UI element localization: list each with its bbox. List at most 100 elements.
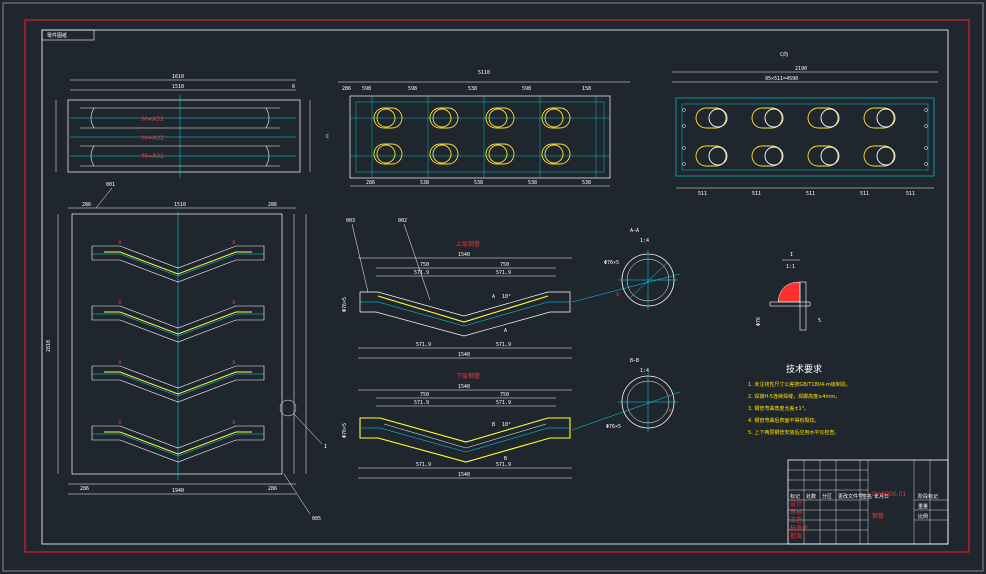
lower-sub-1: 571.9 — [414, 400, 429, 406]
c-round-hole — [876, 108, 896, 128]
chevron-mark: x — [232, 239, 236, 246]
mid-bottom-seg-dim: 538 — [528, 180, 537, 186]
chevron-mark: x — [232, 299, 236, 306]
mark-i-label: I — [324, 444, 327, 450]
c-round-hole — [764, 108, 784, 128]
tb-role-5: 批准 — [790, 532, 802, 540]
chevron-pipe — [91, 365, 265, 403]
round-hole — [544, 144, 564, 164]
section-aa-mark: x — [616, 291, 620, 298]
main-len-dim: 1510 — [174, 202, 186, 208]
upper-bottom-total: 1540 — [458, 352, 470, 358]
note-item-5: 5. 上下两层钢管安装后应用水平仪检查。 — [748, 429, 839, 436]
lower-seg-2: 750 — [500, 392, 509, 398]
chevron-weld-line — [104, 311, 252, 335]
slot-hole — [373, 107, 403, 129]
mid-top-seg-dim: 598 — [522, 86, 531, 92]
outer-frame — [24, 19, 970, 553]
chevron-centerline — [92, 433, 264, 457]
note-item-2: 2. 焊接H-5连续焊缝，焊脚高度≥4mm。 — [748, 393, 840, 400]
c-round-hole — [876, 146, 896, 166]
chevron-weld-line — [104, 431, 252, 455]
section-bb-scale: 1:4 — [640, 368, 649, 374]
tb-part-name: 钢管 — [872, 512, 884, 520]
c-slot-hole — [807, 145, 839, 167]
c-edge-dot — [682, 108, 686, 112]
main-bottom-side-l: 286 — [80, 486, 89, 492]
c-view-label: C向 — [780, 51, 788, 58]
detail-dia: Φ76 — [756, 317, 762, 326]
lower-seg-1: 750 — [420, 392, 429, 398]
top-len-dim: 1610 — [172, 74, 184, 80]
lower-angle: 10° — [502, 422, 511, 428]
mid-total-dim: 5110 — [478, 70, 490, 76]
top-view: 1610 1510 6 M=A32 M=A32 M=A32 — [55, 74, 311, 178]
part-002-label: 002 — [398, 218, 407, 224]
c-sub-dim: 95×511=4590 — [765, 76, 798, 82]
main-side-dim-r: 286 — [268, 202, 277, 208]
top-len2-dim: 1510 — [172, 84, 184, 90]
main-side-dim-l: 286 — [82, 202, 91, 208]
detail-i: I 1:1 Φ76 5 — [756, 252, 821, 331]
section-aa: A—A 1:4 Φ76×5 x — [571, 228, 681, 310]
tb-role-2: 审核 — [790, 508, 802, 516]
note-item-3: 3. 钢管弯曲角度允差±1°。 — [748, 405, 809, 412]
detail-i-circle — [279, 399, 297, 417]
upper-mark-a: A — [492, 294, 495, 300]
c-round-hole — [764, 146, 784, 166]
slot-hole — [541, 143, 571, 165]
chevron-mark: x — [118, 239, 122, 246]
upper-seg-2: 750 — [500, 262, 509, 268]
slot-hole — [429, 143, 459, 165]
c-round-hole — [820, 108, 840, 128]
chevron-centerline — [92, 313, 264, 337]
upper-angle: 10° — [502, 294, 511, 300]
top-side-dim: 6 — [292, 84, 295, 90]
upper-seg-1: 750 — [420, 262, 429, 268]
tb-header-3: 分区 — [822, 493, 832, 500]
c-edge-dot — [682, 162, 686, 166]
tb-right-3: 比例 — [918, 513, 928, 520]
mid-top-seg-dim: 538 — [468, 86, 477, 92]
c-edge-dot — [924, 146, 928, 150]
tb-header-1: 标记 — [790, 493, 800, 500]
c-edge-dot — [682, 124, 686, 128]
part-001-label: 001 — [106, 182, 115, 188]
section-bb: B—B 1:4 Φ76×5 x — [571, 358, 681, 432]
part-003-label: 003 — [346, 218, 355, 224]
section-bb-dia: Φ76×5 — [606, 424, 621, 430]
section-aa-scale: 1:4 — [640, 238, 649, 244]
lower-bottom-total: 1540 — [458, 472, 470, 478]
c-edge-dot — [924, 162, 928, 166]
top-weld-mark-3: M=A32 — [142, 153, 164, 160]
technical-notes: 技术要求 1. 未注线性尺寸公差按GB/T1804-m级制造。 2. 焊接H-5… — [748, 363, 851, 436]
chevron-mark: x — [232, 419, 236, 426]
chevron-centerline — [92, 253, 264, 277]
lower-pipe-dia: Φ76×5 — [342, 423, 348, 438]
chevron-centerline — [92, 373, 264, 397]
section-bb-mark: x — [668, 407, 672, 414]
c-slot-hole — [695, 145, 727, 167]
chevron-weld-line — [104, 251, 252, 275]
upper-pipe-view: 上层钢管 003 002 1540 750 750 571.9 571.9 Φ7… — [342, 218, 572, 359]
lower-sub-2: 571.9 — [496, 400, 511, 406]
chevron-pipe — [91, 305, 265, 343]
round-hole — [432, 108, 452, 128]
round-hole — [376, 108, 396, 128]
mid-top-seg-dim: 286 — [342, 86, 351, 92]
note-item-1: 1. 未注线性尺寸公差按GB/T1804-m级制造。 — [748, 381, 851, 388]
c-bottom-seg-dim: 511 — [752, 191, 761, 197]
c-holes — [682, 107, 928, 167]
mid-bottom-seg-dim: 538 — [474, 180, 483, 186]
mid-bottom-seg-dim: 538 — [420, 180, 429, 186]
upper-pipe-dia: Φ76×5 — [342, 297, 348, 312]
c-round-hole — [820, 146, 840, 166]
upper-mark-a-2: A — [504, 328, 507, 334]
slot-hole — [485, 143, 515, 165]
c-edge-dot — [924, 124, 928, 128]
